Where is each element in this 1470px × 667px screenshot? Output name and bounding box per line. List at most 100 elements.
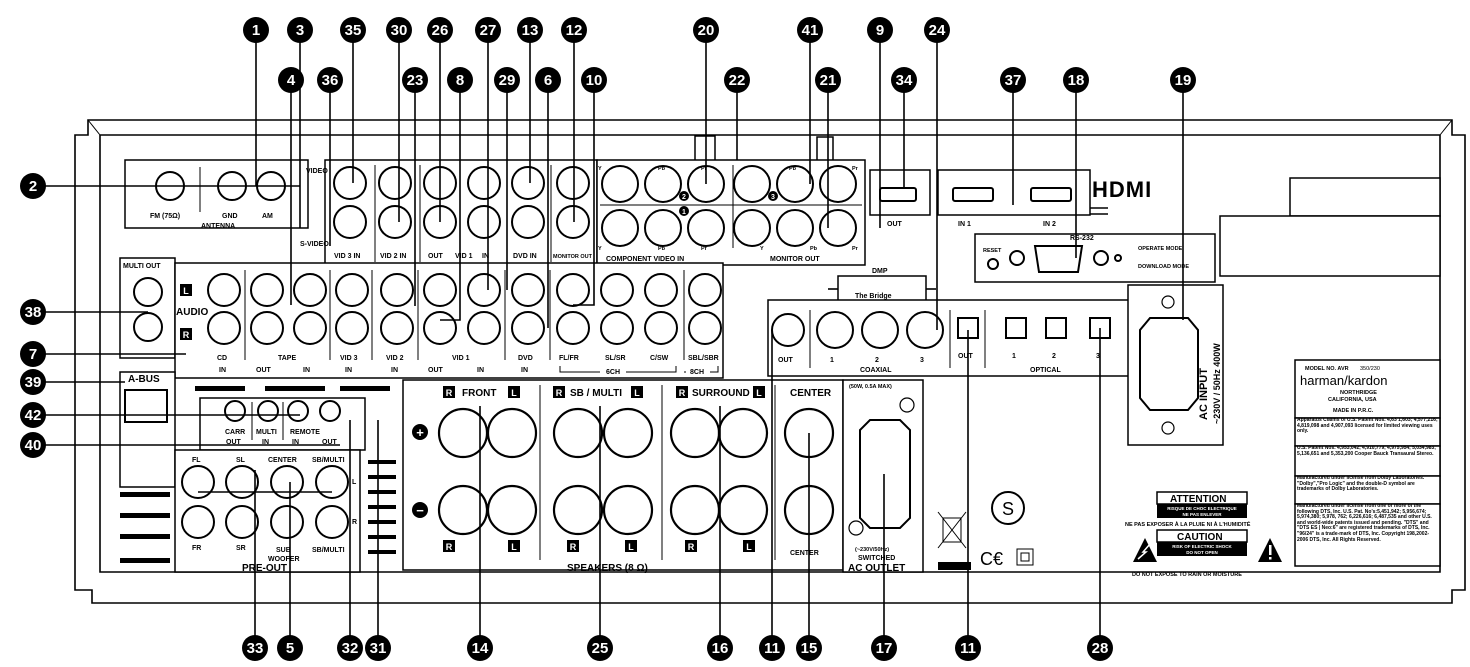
6ch-c-jack[interactable] (644, 273, 678, 307)
multi-out-section: MULTI OUT (119, 257, 176, 359)
svg-text:25: 25 (592, 640, 609, 657)
front-left-plus-terminal[interactable] (486, 407, 538, 459)
mon-pr-label: Pr (852, 246, 859, 252)
coaxial-in3-jack[interactable] (906, 311, 944, 349)
optical-in1-port[interactable] (1005, 317, 1027, 339)
tape-out-right-jack[interactable] (250, 311, 284, 345)
double-insulation-icon (1016, 548, 1034, 566)
6ch-sr-jack[interactable] (600, 311, 634, 345)
vid1-svideo-in-jack[interactable] (467, 205, 501, 239)
preout-sr-jack[interactable] (225, 505, 259, 539)
vid3-svideo-jack[interactable] (333, 205, 367, 239)
8ch-sbl-jack[interactable] (688, 273, 722, 307)
surround-left-minus-terminal[interactable] (717, 484, 769, 536)
component2-pb-jack[interactable] (644, 165, 682, 203)
component3-pr-jack[interactable] (819, 165, 857, 203)
monitor-svideo-out-jack[interactable] (556, 205, 590, 239)
vid1-audio-in-right-jack[interactable] (467, 311, 501, 345)
6ch-sl-jack[interactable] (600, 273, 634, 307)
abus-port[interactable] (124, 389, 168, 423)
tape-in-right-jack[interactable] (293, 311, 327, 345)
cd-right-jack[interactable] (207, 311, 241, 345)
rs232-port[interactable] (1033, 245, 1084, 273)
6ch-fl-jack[interactable] (556, 273, 590, 307)
svg-text:37: 37 (1005, 72, 1022, 89)
remote-out-jack[interactable] (319, 400, 341, 422)
sb-left-plus-terminal[interactable] (602, 407, 654, 459)
preout-fl-jack[interactable] (181, 465, 215, 499)
multi-out-right-jack[interactable] (133, 312, 163, 342)
hdmi-in2-port[interactable] (1030, 187, 1072, 202)
vid1-audio-out-right-jack[interactable] (423, 311, 457, 345)
dvd-video-jack[interactable] (511, 166, 545, 200)
vid2-audio-left-jack[interactable] (380, 273, 414, 307)
svg-text:2: 2 (682, 194, 686, 201)
vid2-audio-right-jack[interactable] (380, 311, 414, 345)
coaxial-in2-jack[interactable] (861, 311, 899, 349)
6ch-sw-jack[interactable] (644, 311, 678, 345)
vent-slots (120, 460, 396, 563)
vid1-audio-in-left-jack[interactable] (467, 273, 501, 307)
mode-switch[interactable] (1009, 250, 1025, 266)
front-label: FRONT (462, 388, 496, 399)
vid3-audio-left-jack[interactable] (335, 273, 369, 307)
callout-39: 39 (20, 369, 46, 395)
component1-pb-jack[interactable] (644, 209, 682, 247)
sb-right-plus-terminal[interactable] (552, 407, 604, 459)
sb-multi-label: SB / MULTI (570, 388, 622, 399)
multi-out-left-jack[interactable] (133, 277, 163, 307)
ac-input-socket[interactable] (1139, 317, 1199, 411)
vid2-svideo-jack[interactable] (378, 205, 412, 239)
preout-center-jack[interactable] (270, 465, 304, 499)
dvd-audio-left-jack[interactable] (511, 273, 545, 307)
multi-in-jack[interactable] (257, 400, 279, 422)
vid3-video-jack[interactable] (333, 166, 367, 200)
hdmi-out-port[interactable] (879, 187, 917, 202)
vid2-video-jack[interactable] (378, 166, 412, 200)
component3-pb-jack[interactable] (776, 165, 814, 203)
component1-pr-jack[interactable] (687, 209, 725, 247)
mon-pb-label: Pb (810, 246, 818, 252)
preout-sl-jack[interactable] (225, 465, 259, 499)
ac-outlet-socket[interactable] (859, 419, 911, 529)
surround-right-plus-terminal[interactable] (669, 407, 721, 459)
carr-out-jack[interactable] (224, 400, 246, 422)
hdmi-in1-port[interactable] (952, 187, 994, 202)
sblsbr-label: SBL/SBR (688, 355, 719, 362)
dvd-audio-right-jack[interactable] (511, 311, 545, 345)
vid1-video-in-jack[interactable] (467, 166, 501, 200)
preout-sb-multi-left-jack[interactable] (315, 465, 349, 499)
component3-y-jack[interactable] (733, 165, 771, 203)
reset-button[interactable] (987, 258, 999, 270)
surround-right-minus-terminal[interactable] (669, 484, 721, 536)
monitor-video-out-jack[interactable] (556, 166, 590, 200)
component2-y-jack[interactable] (601, 165, 639, 203)
coaxial-in1-jack[interactable] (816, 311, 854, 349)
tape-out-left-jack[interactable] (250, 273, 284, 307)
monitor-out-pb-jack[interactable] (776, 209, 814, 247)
preout-sb-multi-right-jack[interactable] (315, 505, 349, 539)
coaxial-out-jack[interactable] (771, 313, 805, 347)
dvd-svideo-jack[interactable] (511, 205, 545, 239)
front-left-minus-terminal[interactable] (486, 484, 538, 536)
preout-sub-jack[interactable] (270, 505, 304, 539)
component1-y-jack[interactable] (601, 209, 639, 247)
preout-fr-jack[interactable] (181, 505, 215, 539)
vid3-audio-right-jack[interactable] (335, 311, 369, 345)
remote-in-jack[interactable] (287, 400, 309, 422)
monitor-out-y-jack[interactable] (733, 209, 771, 247)
sb-right-minus-terminal[interactable] (552, 484, 604, 536)
sb-left-minus-terminal[interactable] (602, 484, 654, 536)
monitor-out-pr-jack[interactable] (819, 209, 857, 247)
svg-text:L: L (746, 542, 752, 552)
tape-in-left-jack[interactable] (293, 273, 327, 307)
cd-left-jack[interactable] (207, 273, 241, 307)
surround-left-plus-terminal[interactable] (717, 407, 769, 459)
svg-text:5: 5 (286, 640, 294, 657)
vid1-audio-out-left-jack[interactable] (423, 273, 457, 307)
6ch-fr-jack[interactable] (556, 311, 590, 345)
callout-8: 8 (447, 67, 473, 93)
optical-in2-port[interactable] (1045, 317, 1067, 339)
tape-out-label: OUT (256, 367, 272, 374)
8ch-sbr-jack[interactable] (688, 311, 722, 345)
